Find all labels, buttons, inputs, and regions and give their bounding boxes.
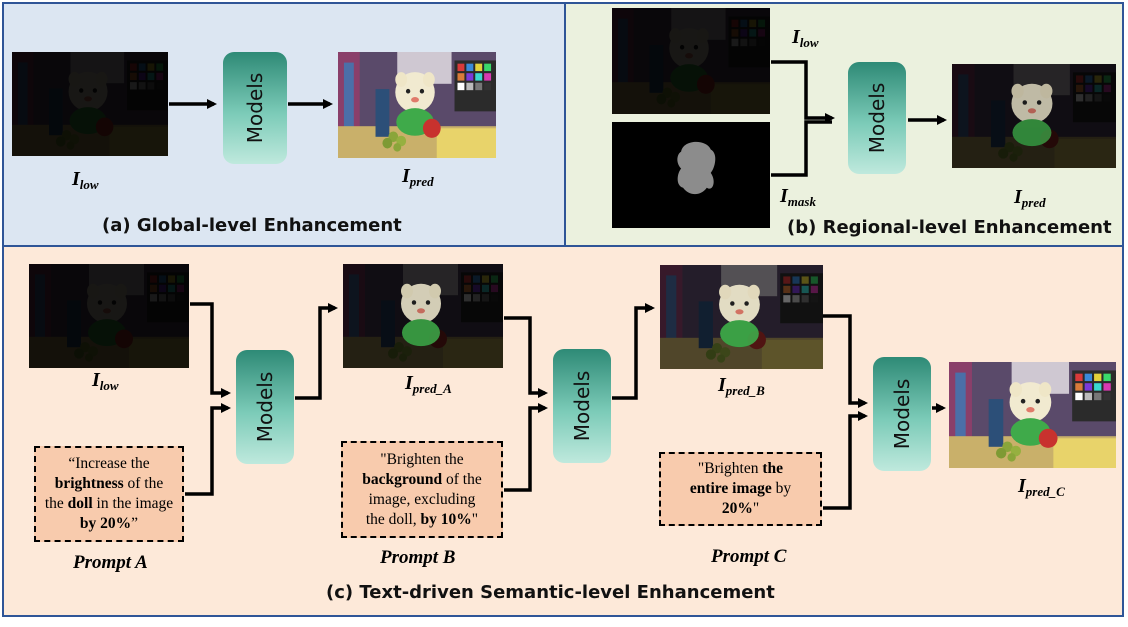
arrow-c-prompt-a: [185, 403, 231, 496]
panel-b-label-ilow: Ilow: [792, 26, 819, 50]
panel-b-caption: (b) Regional-level Enhancement: [787, 217, 1112, 238]
panel-b-enhanced-image: [952, 64, 1116, 168]
panel-b-models-block: Models: [848, 62, 906, 174]
prompt-c-box: "Brighten the entire image by 20%": [659, 452, 822, 526]
panel-c-models-block-2: Models: [553, 349, 611, 463]
arrow-c-pred-a: [504, 316, 548, 398]
arrow-c-prompt-b: [504, 403, 548, 492]
arrow-c-out-1: [295, 303, 338, 400]
arrow-c-prompt-c: [823, 411, 868, 510]
panel-c-label-ipred-b: Ipred_B: [718, 374, 765, 398]
panel-a-low-light-image: [12, 52, 168, 156]
panel-a-models-block: Models: [223, 52, 287, 164]
arrow-c-out-2: [612, 303, 655, 400]
panel-c-pred-b-image: [660, 265, 823, 369]
prompt-a-box: “Increase the brightness of the the doll…: [34, 446, 184, 542]
panel-a-label-ilow: Ilow: [72, 168, 99, 192]
arrow-c-low: [190, 302, 231, 398]
panel-c-label-ipred-c: Ipred_C: [1018, 475, 1065, 499]
arrow-b-low: [771, 60, 835, 123]
panel-b-label-ipred: Ipred: [1014, 186, 1046, 210]
prompt-b-box: "Brighten the background of the image, e…: [341, 441, 503, 538]
panel-c-pred-a-image: [343, 264, 503, 368]
panel-b-mask-image: [612, 122, 770, 228]
prompt-c-label: Prompt C: [711, 546, 787, 567]
prompt-a-label: Prompt A: [73, 552, 148, 573]
panel-c-caption: (c) Text-driven Semantic-level Enhanceme…: [326, 582, 775, 603]
prompt-b-label: Prompt B: [380, 547, 456, 568]
arrow-c-pred-b: [823, 314, 868, 408]
panel-a-label-ipred: Ipred: [402, 165, 434, 189]
panel-c-models-block-1: Models: [236, 350, 294, 464]
panel-a-caption: (a) Global-level Enhancement: [102, 215, 402, 236]
panel-b-low-light-image: [612, 8, 770, 114]
panel-b-label-imask: Imask: [780, 185, 816, 209]
panel-c-models-block-3: Models: [873, 357, 931, 471]
panel-c-label-ilow: Ilow: [92, 369, 119, 393]
panel-c-low-light-image: [29, 264, 189, 368]
panel-c-label-ipred-a: Ipred_A: [405, 372, 452, 396]
arrow-b-mask: [771, 120, 832, 177]
